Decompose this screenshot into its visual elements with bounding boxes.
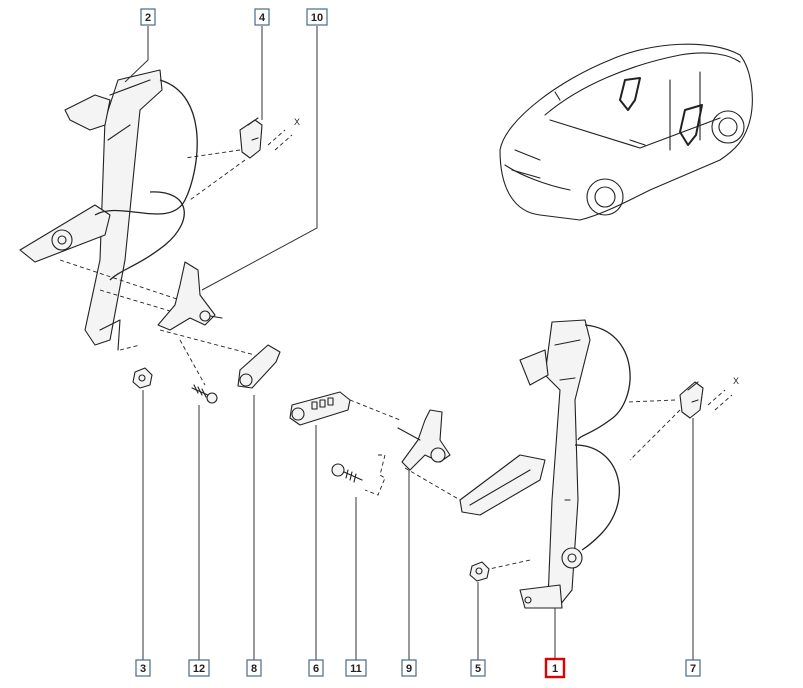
callout-12[interactable]: 12 <box>188 659 210 677</box>
callout-3-label: 3 <box>140 663 146 675</box>
part-7-clip-right: X <box>679 376 739 419</box>
callout-4[interactable]: 4 <box>254 8 270 26</box>
part-5-nut <box>469 561 490 582</box>
part-9-bracket <box>397 409 461 501</box>
axis-x-label-right: X <box>733 376 739 386</box>
axis-x-label-left: X <box>294 117 300 127</box>
callout-8[interactable]: 8 <box>246 659 262 677</box>
leader-lines <box>124 26 694 660</box>
callout-8-label: 8 <box>251 663 257 675</box>
callout-11[interactable]: 11 <box>345 659 367 677</box>
callout-11-label: 11 <box>350 663 362 675</box>
left-window-regulator <box>19 69 256 386</box>
callout-5-label: 5 <box>475 663 481 675</box>
car-illustration <box>499 43 753 221</box>
callout-12-label: 12 <box>193 663 205 675</box>
callout-5[interactable]: 5 <box>470 659 486 677</box>
callout-1[interactable]: 1 <box>544 657 566 679</box>
part-4-clip-left: X <box>239 117 300 159</box>
part-6-link-bar <box>289 391 401 426</box>
callout-2-label: 2 <box>145 12 151 24</box>
part-3-nut <box>132 367 153 389</box>
callout-7-label: 7 <box>690 663 696 675</box>
callout-10-label: 10 <box>311 12 323 24</box>
callout-1-label: 1 <box>552 663 558 675</box>
part-11-screw <box>331 454 386 496</box>
callout-2[interactable]: 2 <box>140 8 156 26</box>
callout-4-label: 4 <box>259 12 266 24</box>
callout-7[interactable]: 7 <box>685 659 701 677</box>
callout-3[interactable]: 3 <box>135 659 151 677</box>
right-window-regulator <box>459 319 681 609</box>
callout-9-label: 9 <box>406 663 412 675</box>
part-10-bracket <box>157 261 223 331</box>
callout-9[interactable]: 9 <box>401 659 417 677</box>
callout-6-label: 6 <box>313 663 319 675</box>
callout-6[interactable]: 6 <box>308 659 324 677</box>
part-12-screw <box>191 384 218 404</box>
part-8-handle-sleeve <box>237 344 281 389</box>
callout-10[interactable]: 10 <box>306 8 328 26</box>
